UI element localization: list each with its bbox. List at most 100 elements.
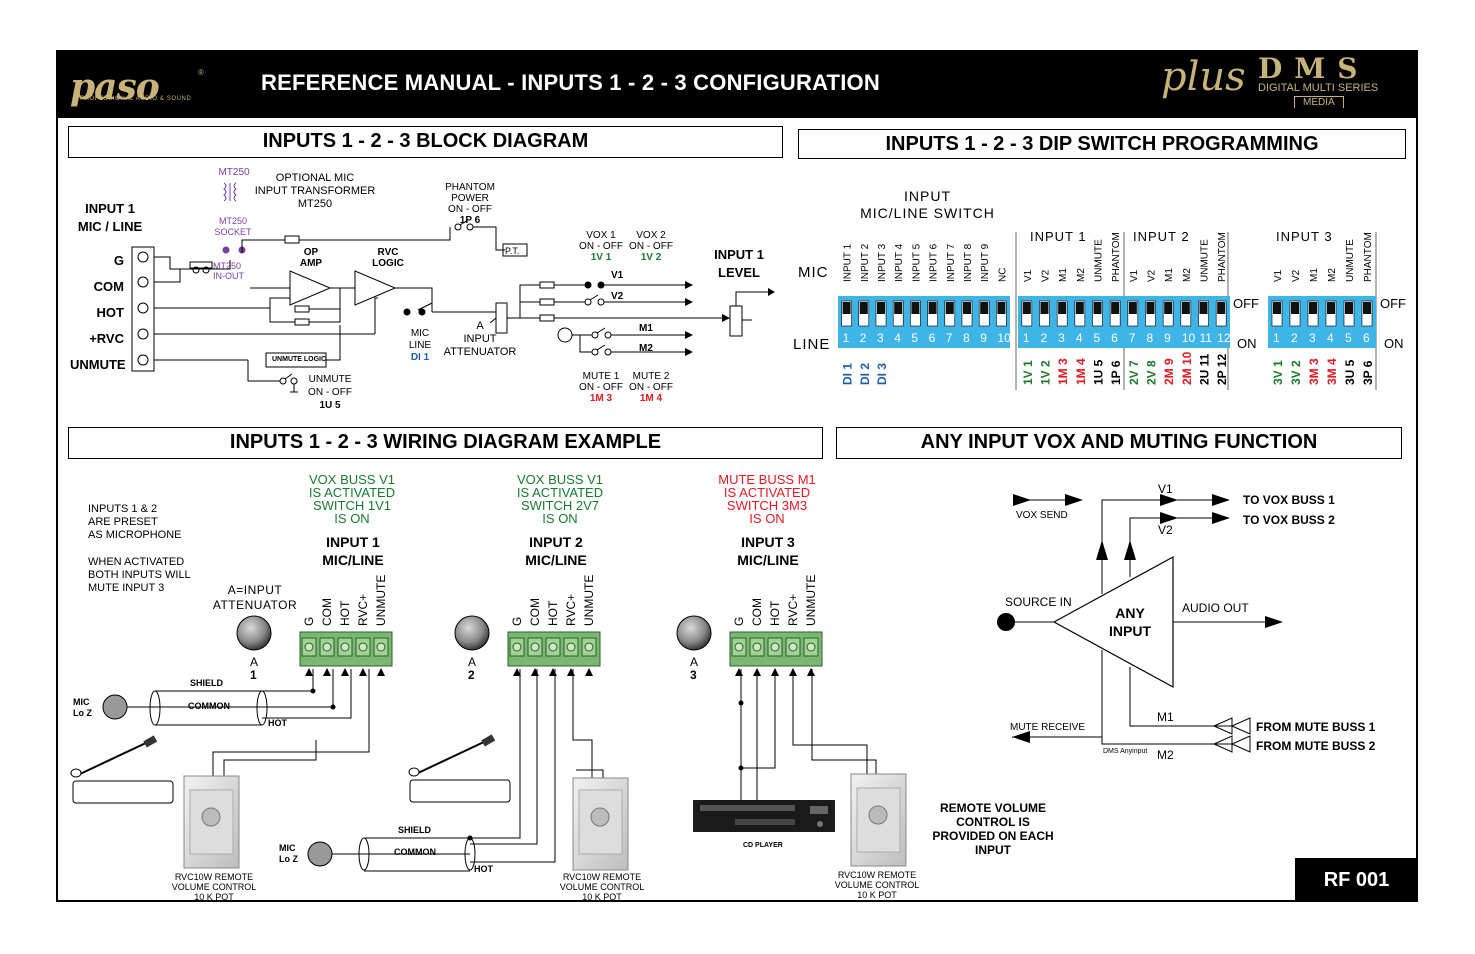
terminal-pin-label-2-2: HOT bbox=[546, 600, 560, 626]
dip-num-input1-2: 3 bbox=[1058, 331, 1065, 345]
hot-label-2: HOT bbox=[474, 864, 493, 874]
dip-lever-mic-line-4 bbox=[911, 302, 920, 314]
terminal-arrow-3-2 bbox=[771, 668, 779, 676]
dip-num-input2-3: 10 bbox=[1182, 331, 1196, 345]
dip-num-input1-3: 4 bbox=[1076, 331, 1083, 345]
dip-code-input2-2: 2M 9 bbox=[1162, 358, 1176, 385]
mute-receive-label: MUTE RECEIVE bbox=[1010, 722, 1086, 733]
dip-lever-input3-1 bbox=[1291, 302, 1299, 314]
dip-label-input1-2: M1 bbox=[1058, 268, 1069, 282]
terminal-screw-2-3 bbox=[566, 642, 576, 652]
dip-num-mic-line-2: 3 bbox=[877, 331, 884, 345]
dip-num-input3-4: 5 bbox=[1345, 331, 1352, 345]
source-in-label: SOURCE IN bbox=[1005, 595, 1072, 609]
dip-bank-input2 bbox=[1124, 296, 1230, 348]
dip-label-mic-line-5: INPUT 6 bbox=[929, 243, 940, 282]
dip-lever-mic-line-7 bbox=[963, 302, 971, 314]
dip-label-input1-1: V2 bbox=[1041, 269, 1052, 282]
dip-lever-input1-0 bbox=[1022, 302, 1031, 314]
vox-muting-title: ANY INPUT VOX AND MUTING FUNCTION bbox=[836, 427, 1402, 459]
dip-lever-mic-line-9 bbox=[997, 302, 1006, 314]
terminal-pin-label-1-1: COM bbox=[320, 598, 334, 626]
dip-label-mic-line-2: INPUT 3 bbox=[877, 243, 888, 282]
dip-lever-mic-line-8 bbox=[980, 302, 989, 314]
dip-num-input3-1: 2 bbox=[1291, 331, 1298, 345]
dip-lever-input2-2 bbox=[1164, 302, 1173, 314]
terminal-pin-label-3-1: COM bbox=[750, 598, 764, 626]
dip-num-input2-4: 11 bbox=[1200, 331, 1213, 345]
dip-label-input1-5: PHANTOM bbox=[1111, 232, 1122, 282]
terminal-arrow-3-0 bbox=[735, 668, 743, 676]
dip-lever-input1-2 bbox=[1058, 302, 1067, 314]
dip-num-input3-2: 3 bbox=[1309, 331, 1316, 345]
output-m1: M1 bbox=[639, 323, 653, 334]
dip-mic-label: MIC bbox=[798, 264, 829, 281]
dip-lever-mic-line-5 bbox=[928, 302, 937, 314]
dip-label-input2-1: V2 bbox=[1147, 269, 1158, 282]
shield-label-2: SHIELD bbox=[398, 825, 432, 835]
knob-label-num-1: 1 bbox=[250, 668, 257, 682]
dms-subtitle: DIGITAL MULTI SERIES bbox=[1258, 82, 1379, 94]
dip-num-mic-line-4: 5 bbox=[911, 331, 918, 345]
terminal-pin-label-3-4: UNMUTE bbox=[804, 575, 818, 626]
dip-code-input1-3: 1M 4 bbox=[1074, 358, 1088, 385]
terminal-arrow-1-2 bbox=[341, 668, 349, 676]
mute-m1-label: M1 bbox=[1157, 710, 1174, 724]
dip-on-label-1: ON bbox=[1237, 336, 1257, 351]
terminal-arrow-2-2 bbox=[549, 668, 557, 676]
dip-code-input3-2: 3M 3 bbox=[1307, 358, 1321, 385]
terminal-arrow-3-3 bbox=[789, 668, 797, 676]
terminal-screw-2-1 bbox=[530, 642, 540, 652]
from-mute-buss1: FROM MUTE BUSS 1 bbox=[1256, 720, 1376, 734]
block-diagram-title: INPUTS 1 - 2 - 3 BLOCK DIAGRAM bbox=[68, 126, 783, 158]
dip-lever-mic-line-6 bbox=[945, 302, 954, 314]
dip-code-input2-4: 2U 11 bbox=[1198, 353, 1212, 385]
page-title: REFERENCE MANUAL - INPUTS 1 - 2 - 3 CONF… bbox=[261, 70, 880, 95]
dip-lever-input1-4 bbox=[1093, 302, 1102, 314]
dip-group-input2-title: INPUT 2 bbox=[1133, 229, 1190, 244]
knob-label-a-1: A bbox=[250, 655, 258, 669]
paso-logo: paso bbox=[70, 66, 160, 108]
dip-num-input3-0: 1 bbox=[1273, 331, 1280, 345]
terminal-arrow-1-0 bbox=[305, 668, 313, 676]
dip-label-mic-line-7: INPUT 8 bbox=[963, 243, 974, 282]
dip-label-mic-line-9: NC bbox=[997, 268, 1008, 282]
dip-code-input3-4: 3U 5 bbox=[1343, 359, 1357, 385]
dip-on-label-2: ON bbox=[1384, 336, 1404, 351]
terminal-pin-label-1-4: UNMUTE bbox=[374, 575, 388, 626]
dip-code-input2-0: 2V 7 bbox=[1127, 360, 1141, 385]
dip-lever-input2-0 bbox=[1128, 302, 1137, 314]
plus-logo: plus bbox=[1161, 54, 1246, 100]
terminal-arrow-1-4 bbox=[377, 668, 385, 676]
dip-num-mic-line-7: 8 bbox=[963, 331, 970, 345]
terminal-pin-label-1-3: RVC+ bbox=[356, 594, 370, 626]
dip-num-mic-line-0: 1 bbox=[843, 331, 850, 345]
terminal-arrow-2-0 bbox=[513, 668, 521, 676]
dip-label-input2-3: M2 bbox=[1182, 268, 1193, 282]
dip-label-input2-2: M1 bbox=[1164, 268, 1175, 282]
dip-num-input1-5: 6 bbox=[1111, 331, 1118, 345]
dip-lever-input1-3 bbox=[1075, 302, 1084, 314]
terminal-screw-1-3 bbox=[358, 642, 368, 652]
dip-num-input3-3: 4 bbox=[1327, 331, 1334, 345]
registered-mark: ® bbox=[198, 68, 204, 77]
dip-label-input2-5: PHANTOM bbox=[1217, 232, 1228, 282]
dip-label-mic-line-1: INPUT 2 bbox=[860, 243, 871, 282]
terminal-screw-3-3 bbox=[788, 642, 798, 652]
